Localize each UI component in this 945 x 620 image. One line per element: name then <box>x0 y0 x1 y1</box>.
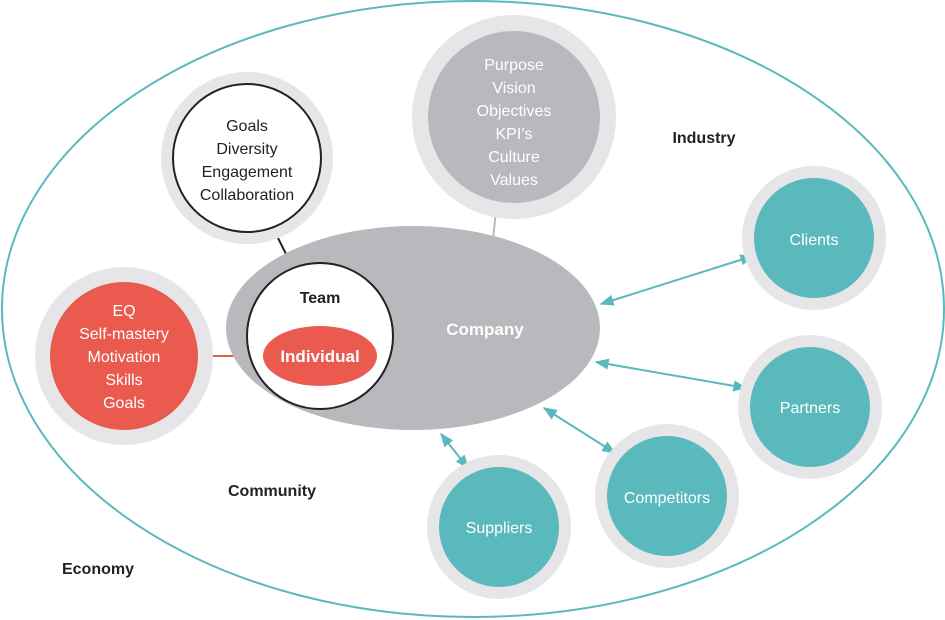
team-attr: Goals <box>226 118 268 135</box>
community-label: Community <box>228 483 316 500</box>
company-attr: Values <box>490 172 538 189</box>
individual-ellipse[interactable] <box>263 326 377 386</box>
company-attr: Objectives <box>477 103 552 120</box>
individual-attr: Self-mastery <box>79 326 169 343</box>
clients-label: Clients <box>790 232 839 249</box>
arrow-competitors <box>542 407 617 454</box>
team-attr: Collaboration <box>200 187 294 204</box>
economy-label: Economy <box>62 561 134 578</box>
individual-attr: Goals <box>103 395 145 412</box>
competitors-label: Competitors <box>624 490 710 507</box>
individual-attributes-bubble: EQ Self-mastery Motivation Skills Goals <box>35 267 213 445</box>
team-attr: Diversity <box>216 141 277 158</box>
company-attributes-bubble: Purpose Vision Objectives KPI’s Culture … <box>412 15 616 219</box>
stakeholder-suppliers[interactable]: Suppliers <box>427 455 571 599</box>
company-attr: KPI’s <box>495 126 532 143</box>
arrow-partners <box>594 358 748 392</box>
stakeholder-clients[interactable]: Clients <box>742 166 886 310</box>
company-attr: Purpose <box>484 57 544 74</box>
team-attr: Engagement <box>202 164 293 181</box>
industry-label: Industry <box>672 130 735 147</box>
team-label: Team <box>300 290 341 307</box>
individual-attr: EQ <box>112 303 135 320</box>
team-attributes-bubble: Goals Diversity Engagement Collaboration <box>161 72 333 244</box>
arrow-suppliers <box>440 432 469 470</box>
company-label: Company <box>446 320 524 339</box>
arrow-clients <box>599 254 755 306</box>
stakeholder-competitors[interactable]: Competitors <box>595 424 739 568</box>
suppliers-label: Suppliers <box>466 520 533 537</box>
individual-label: Individual <box>280 347 359 366</box>
individual-attr: Motivation <box>88 349 161 366</box>
company-attr: Culture <box>488 149 540 166</box>
partners-label: Partners <box>780 400 840 417</box>
company-attr: Vision <box>492 80 535 97</box>
individual-attr: Skills <box>105 372 142 389</box>
stakeholder-partners[interactable]: Partners <box>738 335 882 479</box>
